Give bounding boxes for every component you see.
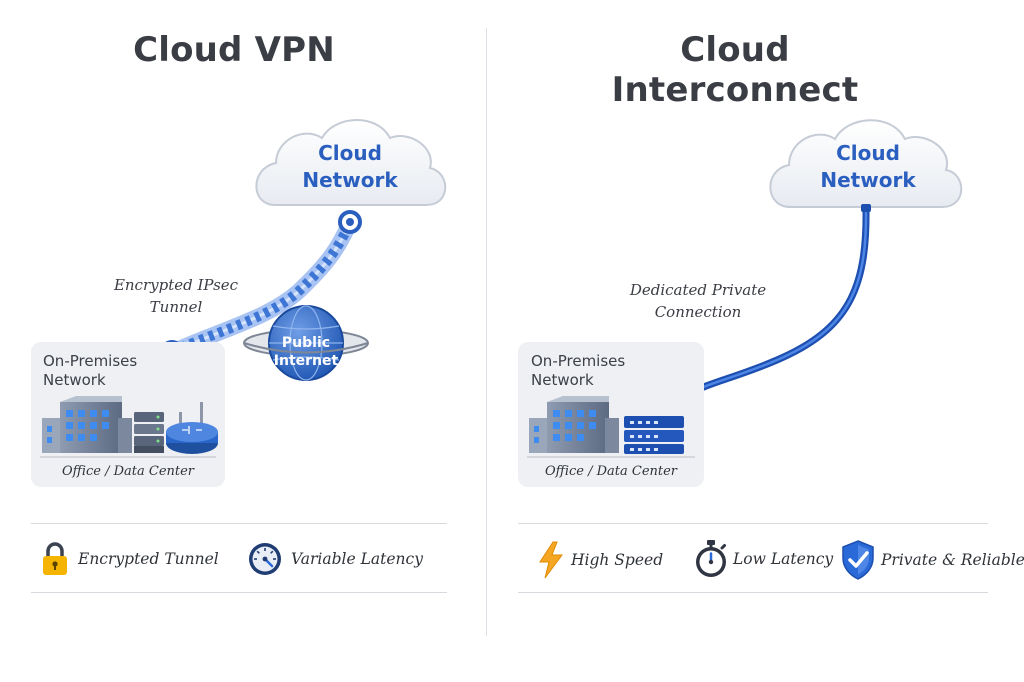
office-building-icon-2 xyxy=(529,396,619,453)
stopwatch-icon xyxy=(696,540,726,577)
vpn-graphics: Public Internet xyxy=(31,119,447,487)
lock-icon xyxy=(43,542,67,575)
server-rack-icon xyxy=(134,412,164,453)
ipsec-tunnel xyxy=(164,214,358,360)
feature-encrypted-tunnel-label: Encrypted Tunnel xyxy=(78,550,219,568)
vpn-cloud-label: Cloud Network xyxy=(300,140,400,194)
interconnect-onprem-title: On-Premises Network xyxy=(531,352,625,390)
internet-label-line1: Public xyxy=(282,335,330,351)
interconnect-onprem-caption: Office / Data Center xyxy=(544,464,678,479)
feature-high-speed-label: High Speed xyxy=(571,551,664,569)
interconnect-cloud-label: Cloud Network xyxy=(818,140,918,194)
tunnel-endpoint-cloud xyxy=(338,210,362,234)
panel-divider xyxy=(486,28,487,636)
feature-high-speed: High Speed xyxy=(537,541,663,579)
shield-check-icon xyxy=(842,540,874,580)
feature-variable-latency: Variable Latency xyxy=(247,541,423,577)
vpn-onprem-title-line2: Network xyxy=(43,371,106,389)
interconnect-cloud-label-line1: Cloud xyxy=(836,141,900,165)
office-building-icon xyxy=(42,396,132,453)
vpn-features-bottom-rule xyxy=(31,592,447,593)
vpn-cloud-label-line2: Network xyxy=(302,168,398,192)
interconnect-cloud-label-line2: Network xyxy=(820,168,916,192)
vpn-features-top-rule xyxy=(31,523,447,524)
dedicated-link-label-line1: Dedicated Private xyxy=(629,281,767,299)
interconnect-features-top-rule xyxy=(518,523,988,524)
server-rack-icon-2 xyxy=(624,416,684,454)
vpn-cloud-label-line1: Cloud xyxy=(318,141,382,165)
dedicated-link-label-line2: Connection xyxy=(654,303,742,321)
feature-private-reliable-label: Private & Reliable xyxy=(881,551,1024,569)
interconnect-title: Cloud Interconnect xyxy=(611,30,859,110)
vpn-title: Cloud VPN xyxy=(133,30,335,70)
router-icon xyxy=(166,402,218,454)
feature-low-latency-label: Low Latency xyxy=(733,550,834,568)
interconnect-onprem-title-line2: Network xyxy=(531,371,594,389)
gauge-icon xyxy=(249,543,281,575)
vpn-cloud-shape xyxy=(255,119,447,206)
feature-variable-latency-label: Variable Latency xyxy=(291,550,423,568)
feature-low-latency: Low Latency xyxy=(693,539,833,579)
vpn-onprem-caption: Office / Data Center xyxy=(61,464,195,479)
interconnect-graphics xyxy=(518,119,963,487)
globe-icon: Public Internet xyxy=(243,305,369,381)
feature-private-reliable: Private & Reliable xyxy=(841,540,1024,580)
tunnel-label: Encrypted IPsec Tunnel xyxy=(96,274,256,318)
interconnect-cloud-shape xyxy=(769,119,963,208)
tunnel-label-line1: Encrypted IPsec xyxy=(113,276,239,294)
interconnect-features-bottom-rule xyxy=(518,592,988,593)
dedicated-link-label: Dedicated Private Connection xyxy=(608,279,788,323)
internet-label-line2: Internet xyxy=(274,353,339,369)
interconnect-onprem-title-line1: On-Premises xyxy=(531,352,626,370)
tunnel-label-line2: Tunnel xyxy=(149,298,203,316)
vpn-onprem-title-line1: On-Premises xyxy=(43,352,138,370)
lightning-icon xyxy=(539,541,563,579)
feature-encrypted-tunnel: Encrypted Tunnel xyxy=(40,541,219,577)
vpn-onprem-title: On-Premises Network xyxy=(43,352,137,390)
